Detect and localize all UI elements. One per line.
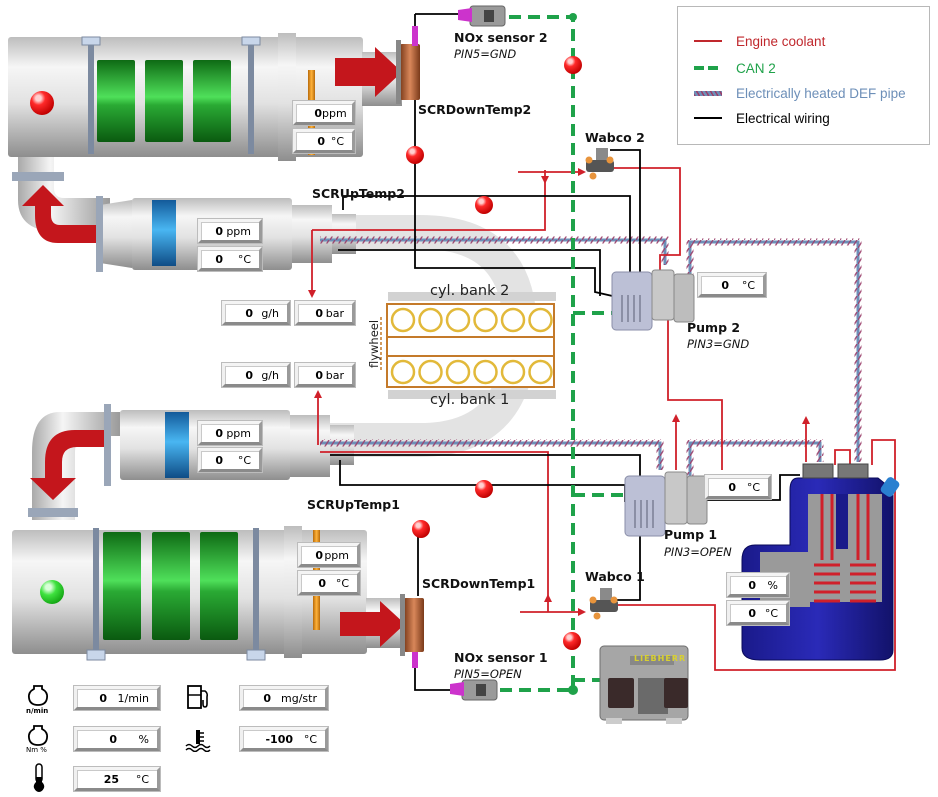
ambient-temp-readout: 25°C [74,767,160,791]
engine-torque-icon-caption: Nm % [26,746,47,754]
nox-sensor-2-pin: PIN5=GND [454,47,517,61]
scr-2-status-lamp [30,91,54,115]
pump-2-body [611,269,695,331]
engine-speed-icon [27,685,49,706]
scruptemp1-label: SCRUpTemp1 [307,497,400,512]
fault-lamp-nox2-can [564,56,582,74]
flow-arrow [22,185,100,243]
legend: Engine coolant CAN 2 Electrically heated… [677,6,930,145]
tank-level-readout: 0% [727,573,789,597]
cylinder-bank-2-4 [473,307,498,333]
cylinders [390,307,553,385]
fault-lamp-scrdowntemp1 [412,520,430,538]
wiring-swatch [694,117,722,119]
cylinder-bank-2-5 [500,307,526,333]
scruptemp2-label: SCRUpTemp2 [312,186,405,201]
cylinder-bank-1-2 [418,359,443,385]
flow-arrow [340,601,405,647]
fault-lamp-nox1-can [563,632,581,650]
flow-arrow [30,430,110,500]
coolant-temp-icon [185,730,211,752]
thermometer-icon [33,763,45,792]
cylinder-bank-1-6 [528,359,553,385]
def-heated-pipes [320,236,862,478]
cylinder-bank-1-1 [390,359,416,385]
coolant-temp-readout: -100°C [240,727,328,751]
tank-temp-readout: 0°C [727,601,789,625]
legend-item-def-pipe: Electrically heated DEF pipe [694,84,906,102]
ecu [599,645,689,724]
cylinder-bank-1-label: cyl. bank 1 [430,392,510,408]
cylinder-bank-1-4 [473,359,498,385]
def-tank [741,463,900,661]
flow-arrow [335,47,402,97]
legend-label: Electrically heated DEF pipe [736,85,906,101]
pump2-temp-readout: 0°C [698,273,766,297]
wabco-1-label: Wabco 1 [585,569,645,584]
scr-1-status-lamp [40,580,64,604]
legend-item-electrical-wiring: Electrical wiring [694,109,830,127]
nox-sensor-2-body [412,5,506,46]
nox-sensor-1-pin: PIN5=OPEN [454,667,522,681]
cylinder-bank-2-1 [390,307,416,333]
legend-item-engine-coolant: Engine coolant [694,32,825,50]
pump-1-pin: PIN3=OPEN [664,545,732,559]
wabco-2-label: Wabco 2 [585,130,645,145]
cylinder-bank-2-3 [445,307,471,333]
scr2-up-temp-readout: 0°C [198,247,262,271]
nox-sensor-1-body [412,652,498,701]
cylinder-bank-1-5 [500,359,526,385]
cylinder-bank-1-3 [445,359,471,385]
cylinder-bank-2-label: cyl. bank 2 [430,283,510,299]
pump1-temp-readout: 0°C [705,475,771,499]
coolant-swatch [694,40,722,42]
can-bus [490,15,630,692]
wabco-1-valve [589,588,618,620]
scr2-down-temp-readout: 0°C [293,129,355,153]
pump-2-label: Pump 2 [687,320,741,335]
legend-label: CAN 2 [736,60,776,76]
can-swatch [694,66,722,70]
engine-torque-readout: 0% [74,727,160,751]
fuel-pump-icon [187,685,209,709]
legend-item-can2: CAN 2 [694,59,776,77]
ecu-brand-label: LIEBHERR [634,654,687,663]
def-pipe-swatch [694,90,722,96]
fault-lamp-scruptemp1 [475,480,493,498]
legend-label: Engine coolant [736,33,826,49]
cylinder-bank-2-2 [418,307,443,333]
legend-label: Electrical wiring [736,110,830,126]
engine-block [380,292,556,399]
coolant-arrows [308,168,810,616]
coolant-lines [311,167,896,671]
nox-sensor-2-label: NOx sensor 2 [454,30,548,45]
pump-1-body [624,471,708,537]
engine-torque-icon [27,725,49,746]
engine-speed-icon-caption: n/min [26,707,49,715]
fault-lamp-scrdowntemp2 [406,146,424,164]
cylinder-bank-2-6 [528,307,553,333]
fault-lamp-scruptemp2 [475,196,493,214]
pump-1-label: Pump 1 [664,527,718,542]
wabco-2-valve [585,148,614,180]
scr1-up-temp-readout: 0°C [198,448,262,472]
flywheel-label: flywheel [367,319,381,369]
scrdowntemp1-label: SCRDownTemp1 [422,576,536,591]
scrdowntemp2-label: SCRDownTemp2 [418,102,532,117]
pump-2-pin: PIN3=GND [687,337,750,351]
nox-sensor-1-label: NOx sensor 1 [454,650,548,665]
scr1-down-temp-readout: 0°C [298,571,360,595]
